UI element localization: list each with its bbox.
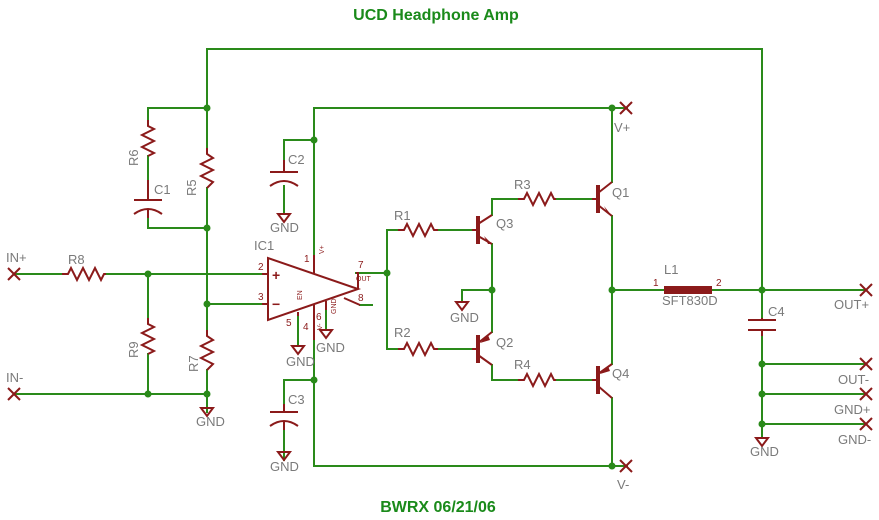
inductor-pin-2: 2 [716, 278, 722, 289]
inductor-l1-part: SFT830D [662, 293, 718, 308]
opamp-pin-3: 3 [258, 292, 264, 303]
resistor-r1-label: R1 [394, 208, 411, 223]
port-in-minus[interactable]: IN- [6, 370, 23, 401]
port-in-plus-label: IN+ [6, 250, 27, 265]
wires [13, 48, 867, 467]
ground-ic-pin5: GND [286, 345, 315, 369]
capacitor-c4[interactable]: C4 [748, 304, 785, 336]
resistor-r4[interactable]: R4 [514, 357, 556, 389]
opamp-pin-7: 7 [358, 260, 364, 271]
resistor-r4-label: R4 [514, 357, 531, 372]
transistor-q1-label: Q1 [612, 185, 629, 200]
resistor-r9-label: R9 [126, 341, 141, 358]
capacitor-c1[interactable]: C1 [133, 180, 171, 218]
port-v-minus-label: V- [617, 477, 629, 492]
schematic-title: UCD Headphone Amp [353, 7, 519, 24]
ground-q2q3: GND [450, 301, 479, 325]
opamp-vminus-label: V- [317, 323, 324, 330]
port-in-minus-label: IN- [6, 370, 23, 385]
resistor-r1[interactable]: R1 [394, 208, 438, 239]
ground-c2: GND [270, 213, 299, 235]
opamp-en-label: EN [297, 290, 304, 300]
port-gnd-plus[interactable]: GND+ [834, 387, 873, 417]
resistor-r2[interactable]: R2 [394, 325, 438, 358]
opamp-pin-4: 4 [303, 322, 309, 333]
port-out-minus-label: OUT- [838, 372, 869, 387]
opamp-pin-2: 2 [258, 262, 264, 273]
resistor-r7[interactable]: R7 [186, 330, 216, 372]
port-out-plus[interactable]: OUT+ [834, 283, 873, 312]
port-gnd-minus-label: GND- [838, 432, 871, 447]
opamp-minus-sign: − [272, 296, 280, 312]
port-gnd-plus-label: GND+ [834, 402, 870, 417]
resistor-r3-label: R3 [514, 177, 531, 192]
resistor-r6[interactable]: R6 [126, 120, 157, 166]
ground-ic-pin4: GND [316, 329, 345, 355]
port-out-minus[interactable]: OUT- [838, 357, 873, 387]
ground-ic-pin4-label: GND [316, 340, 345, 355]
capacitor-c2-label: C2 [288, 152, 305, 167]
port-out-plus-label: OUT+ [834, 297, 869, 312]
resistor-r6-label: R6 [126, 149, 141, 166]
ground-c3-label: GND [270, 459, 299, 474]
junctions [144, 104, 766, 470]
capacitor-c3[interactable]: C3 [269, 392, 305, 430]
port-v-plus[interactable]: V+ [614, 101, 633, 135]
transistor-q3-label: Q3 [496, 216, 513, 231]
ground-ic-pin5-label: GND [286, 354, 315, 369]
capacitor-c1-label: C1 [154, 182, 171, 197]
capacitor-c3-label: C3 [288, 392, 305, 407]
resistor-r7-label: R7 [186, 355, 201, 372]
opamp-pin-5: 5 [286, 318, 292, 329]
opamp-pin-1: 1 [304, 254, 310, 265]
ground-q2q3-label: GND [450, 310, 479, 325]
resistor-r5-label: R5 [184, 179, 199, 196]
ground-c4-label: GND [750, 444, 779, 459]
capacitor-c2[interactable]: C2 [269, 152, 305, 187]
port-v-minus[interactable]: V- [617, 459, 633, 492]
transistor-q2-label: Q2 [496, 335, 513, 350]
port-in-plus[interactable]: IN+ [6, 250, 27, 281]
capacitor-c4-label: C4 [768, 304, 785, 319]
opamp-ic1[interactable]: IC1 2 3 1 5 4 6 7 8 + − EN V+ V- GND OUT [254, 238, 372, 340]
resistor-r3[interactable]: R3 [514, 177, 556, 208]
resistor-r5[interactable]: R5 [184, 148, 216, 196]
ground-c2-label: GND [270, 220, 299, 235]
resistor-r8[interactable]: R8 [62, 252, 106, 283]
opamp-out-label: OUT [356, 276, 372, 283]
port-gnd-minus[interactable]: GND- [838, 417, 873, 447]
transistor-q4-label: Q4 [612, 366, 629, 381]
transistor-q3[interactable]: Q3 [472, 214, 513, 245]
opamp-pin-6: 6 [316, 312, 322, 323]
ground-c3: GND [270, 451, 299, 474]
opamp-gnd-label: GND [331, 298, 338, 314]
opamp-ic1-label: IC1 [254, 238, 274, 253]
ground-r7-label: GND [196, 414, 225, 429]
transistor-q2[interactable]: Q2 [472, 331, 513, 366]
transistor-q4[interactable]: Q4 [592, 363, 629, 399]
opamp-plus-sign: + [272, 267, 280, 283]
inductor-l1-label: L1 [664, 262, 678, 277]
ground-r7: GND [196, 407, 225, 429]
inductor-pin-1: 1 [653, 278, 659, 289]
opamp-pin-8: 8 [358, 293, 364, 304]
opamp-vplus-label: V+ [319, 245, 326, 254]
port-v-plus-label: V+ [614, 120, 630, 135]
resistor-r2-label: R2 [394, 325, 411, 340]
resistor-r8-label: R8 [68, 252, 85, 267]
resistor-r9[interactable]: R9 [126, 318, 157, 358]
ground-c4: GND [750, 437, 779, 459]
inductor-l1[interactable]: L1 SFT830D 1 2 [653, 262, 722, 308]
transistor-q1[interactable]: Q1 [592, 181, 629, 217]
schematic-footer: BWRX 06/21/06 [380, 499, 496, 516]
